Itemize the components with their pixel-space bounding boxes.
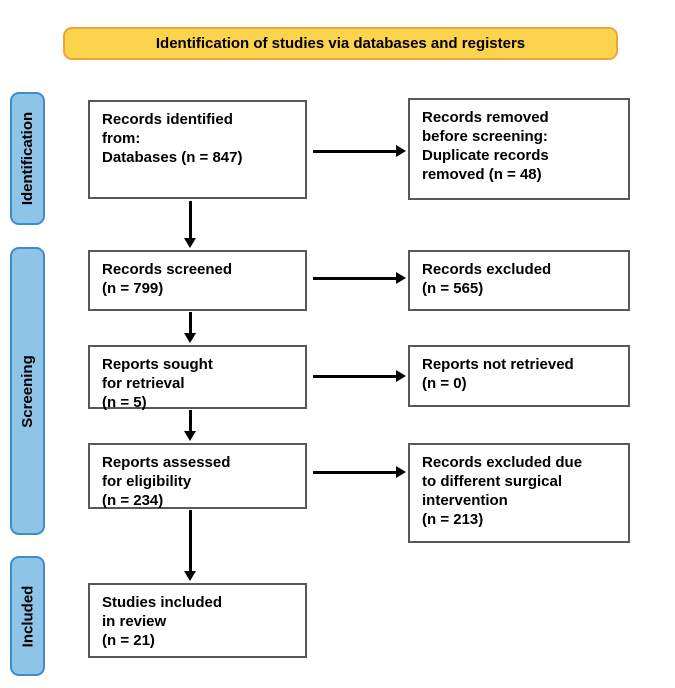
banner-title: Identification of studies via databases … xyxy=(63,27,618,60)
stage-label-identification: Identification xyxy=(10,92,45,225)
box-records-excluded-surgical-text: Records excluded due to different surgic… xyxy=(422,454,583,529)
box-studies-included: Studies included in review (n = 21) xyxy=(88,583,307,658)
stage-label-screening-text: Screening xyxy=(19,354,36,428)
box-records-excluded-text: Records excluded (n = 565) xyxy=(422,261,552,298)
box-records-identified-text: Records identified from: Databases (n = … xyxy=(102,111,243,167)
arrow-down-screened-to-sought xyxy=(184,312,196,343)
box-records-screened: Records screened (n = 799) xyxy=(88,250,307,311)
arrow-right-identified-to-removed xyxy=(313,145,406,157)
box-records-removed: Records removed before screening: Duplic… xyxy=(408,98,630,200)
box-reports-not-retrieved: Reports not retrieved (n = 0) xyxy=(408,345,630,407)
box-reports-sought-text: Reports sought for retrieval (n = 5) xyxy=(102,356,213,412)
arrow-right-sought-to-not-retrieved xyxy=(313,370,406,382)
arrow-right-screened-to-excluded xyxy=(313,272,406,284)
box-records-excluded: Records excluded (n = 565) xyxy=(408,250,630,311)
arrow-down-identified-to-screened xyxy=(184,201,196,248)
stage-label-included-text: Included xyxy=(19,585,37,647)
box-reports-assessed: Reports assessed for eligibility (n = 23… xyxy=(88,443,307,509)
box-records-removed-text: Records removed before screening: Duplic… xyxy=(422,109,549,184)
box-reports-assessed-text: Reports assessed for eligibility (n = 23… xyxy=(102,454,231,510)
stage-label-identification-text: Identification xyxy=(19,111,36,206)
box-records-excluded-surgical: Records excluded due to different surgic… xyxy=(408,443,630,543)
arrow-down-sought-to-assessed xyxy=(184,410,196,441)
box-reports-not-retrieved-text: Reports not retrieved (n = 0) xyxy=(422,356,574,393)
arrow-right-assessed-to-excluded-surgical xyxy=(313,466,406,478)
box-studies-included-text: Studies included in review (n = 21) xyxy=(102,594,223,650)
box-records-screened-text: Records screened (n = 799) xyxy=(102,261,233,298)
box-reports-sought: Reports sought for retrieval (n = 5) xyxy=(88,345,307,412)
box-records-identified: Records identified from: Databases (n = … xyxy=(88,100,307,199)
stage-label-screening: Screening xyxy=(10,247,45,535)
stage-label-included: Included xyxy=(10,556,45,676)
arrow-down-assessed-to-included xyxy=(184,510,196,581)
